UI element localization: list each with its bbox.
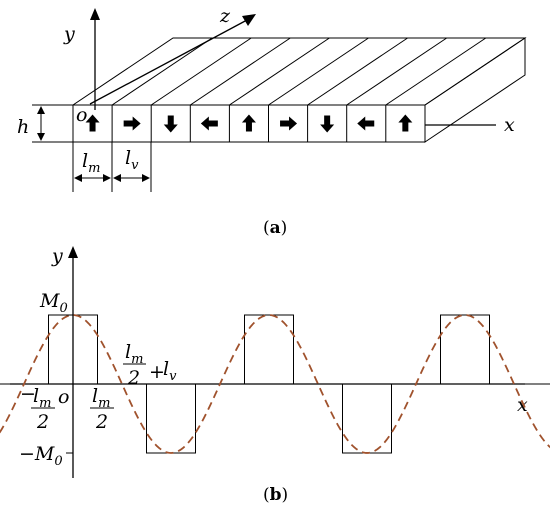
b-half-lm-numerator: lm (92, 385, 110, 411)
a-x-label: x (504, 114, 515, 136)
a-top-stripe (229, 37, 330, 106)
a-origin-label: o (76, 104, 87, 126)
a-magnet-arrow-right (123, 116, 141, 131)
a-lv-arrow-left (113, 174, 121, 182)
b-y-axis-arrowhead (68, 246, 78, 258)
a-top-face (71, 37, 527, 106)
b-sine-wave (0, 314, 550, 454)
a-magnet-arrow-down (163, 115, 178, 133)
a-z-axis (89, 19, 248, 105)
b-y-label: y (51, 245, 63, 267)
a-lm-arrow-left (74, 174, 82, 182)
b-caption: (b) (263, 485, 288, 505)
a-z-label: z (219, 5, 231, 27)
a-h-arrow-up (37, 106, 45, 114)
a-y-label: y (63, 23, 75, 45)
b-shift-lv: lv (163, 358, 177, 384)
a-lv-arrow-right (142, 174, 150, 182)
a-magnet-arrow-up (398, 114, 413, 132)
a-magnet-arrow-right (280, 116, 298, 131)
a-lm-label: lm (82, 150, 100, 176)
b-neg-sign: − (20, 383, 36, 405)
a-magnet-arrow-down (320, 115, 335, 133)
a-magnet-arrow-left (200, 116, 218, 131)
b-shift-denominator: 2 (127, 367, 140, 389)
a-top-stripe (385, 37, 487, 106)
a-caption: (a) (263, 218, 287, 238)
b-neg-half-lm-numerator: lm (33, 385, 51, 411)
a-front-dividers (111, 105, 387, 142)
b-half-lm-denominator: 2 (95, 411, 108, 433)
a-front-face (72, 104, 426, 143)
a-h-arrow-down (37, 133, 45, 141)
b-neg-m0-label: −M0 (19, 443, 63, 469)
a-top-stripe (307, 37, 408, 106)
a-magnet-arrow-left (357, 116, 375, 131)
a-magnet-arrow-up (85, 114, 100, 132)
a-top-stripe (346, 37, 447, 106)
a-z-axis-arrowhead (242, 14, 256, 26)
a-lm-arrow-right (103, 174, 111, 182)
a-top-stripe (150, 37, 252, 106)
b-neg-half-lm-denominator: 2 (36, 411, 49, 433)
a-top-stripe (111, 37, 213, 106)
b-square-wave (0, 314, 550, 454)
a-top-stripe (268, 37, 369, 106)
panel-a: y z o x h lm (17, 5, 527, 238)
a-magnet-arrow-up (241, 114, 256, 132)
a-top-stripe (190, 37, 291, 106)
panel-b: y x M0 −M0 o − lm 2 lm 2 lm 2 + lv (b) (0, 245, 550, 505)
a-y-axis-arrowhead (90, 8, 100, 20)
b-shift-numerator: lm (125, 341, 143, 367)
a-lv-label: lv (125, 147, 139, 173)
b-origin-label: o (58, 386, 69, 408)
b-x-label: x (517, 394, 528, 416)
b-shift-plus: + (149, 361, 165, 383)
a-top-stripes (111, 37, 487, 106)
a-magnet-arrows (85, 114, 413, 133)
a-h-label: h (17, 116, 29, 138)
b-m0-label: M0 (39, 290, 68, 316)
